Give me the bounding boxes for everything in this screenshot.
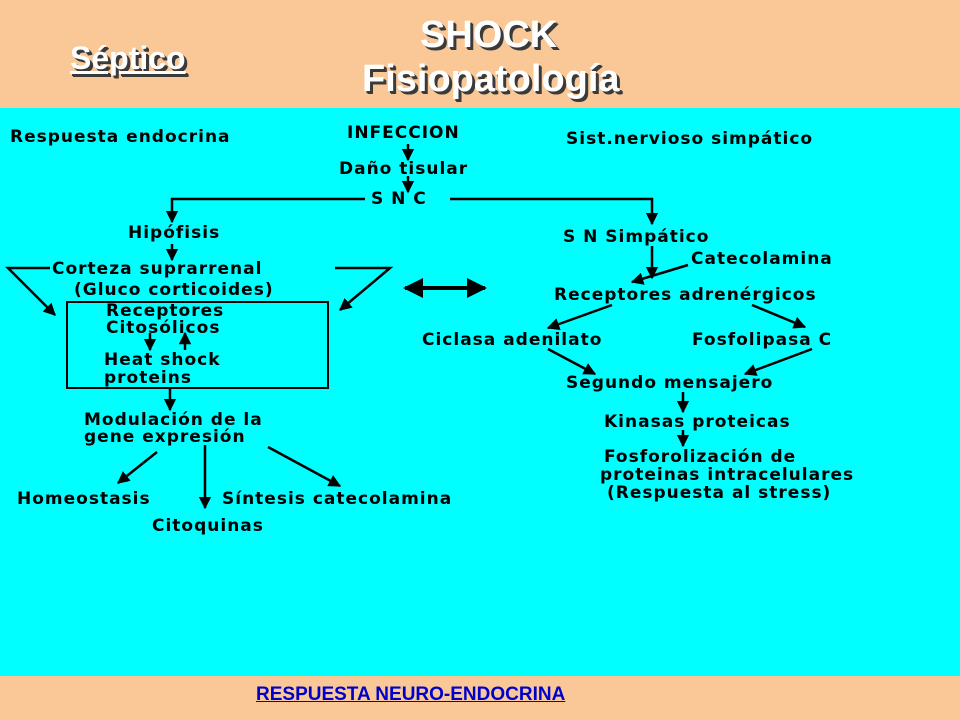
node-citoquinas: Citoquinas xyxy=(152,516,264,536)
arrow-corteza-left xyxy=(4,266,56,316)
arrow-corteza-right xyxy=(335,266,394,311)
node-gluco: (Gluco corticoides) xyxy=(74,280,274,300)
node-hipofisis: Hipófisis xyxy=(128,223,221,243)
node-ciclasa: Ciclasa adenilato xyxy=(422,330,603,350)
node-receptores: Receptores xyxy=(106,301,225,321)
node-respuesta-stress: (Respuesta al stress) xyxy=(607,483,832,503)
node-homeostasis: Homeostasis xyxy=(17,489,151,509)
node-corteza: Corteza suprarrenal xyxy=(52,259,263,279)
node-catecolamina: Catecolamina xyxy=(691,249,833,269)
node-dano-tisular: Daño tisular xyxy=(339,159,469,179)
node-sn-simpatico: S N Simpático xyxy=(563,227,710,247)
title-shock: SHOCK xyxy=(420,14,558,56)
node-citosolicos: Citosólicos xyxy=(106,318,221,338)
node-sintesis-catecolamina: Síntesis catecolamina xyxy=(222,489,453,509)
node-kinasas: Kinasas proteicas xyxy=(604,412,791,432)
arrow-ciclasa-segundo xyxy=(547,347,597,376)
node-modulacion-2: gene expresión xyxy=(84,427,246,447)
node-proteins: proteins xyxy=(104,368,192,388)
arrow-mod-homeostasis xyxy=(117,451,158,484)
node-heat-shock: Heat shock xyxy=(104,350,221,370)
node-snc: S N C xyxy=(371,189,427,209)
node-fosforolizacion: Fosforolización de xyxy=(604,447,797,467)
node-infeccion: INFECCION xyxy=(347,123,460,143)
node-modulacion-1: Modulación de la xyxy=(84,410,263,430)
cytosolic-box xyxy=(66,301,329,389)
arrow-rec-fosfolipasa xyxy=(751,303,807,329)
node-proteinas-intracelulares: proteinas intracelulares xyxy=(600,465,855,485)
footer-bar xyxy=(0,676,960,720)
arrow-catecolamina-receptores xyxy=(630,263,689,285)
node-fosfolipasa: Fosfolipasa C xyxy=(692,330,833,350)
title-septico: Séptico xyxy=(70,40,186,76)
footer-title[interactable]: RESPUESTA NEURO-ENDOCRINA xyxy=(256,684,566,705)
header-bar xyxy=(0,0,960,108)
node-respuesta-endocrina: Respuesta endocrina xyxy=(10,127,231,147)
node-sist-nervioso: Sist.nervioso simpático xyxy=(566,129,814,149)
node-receptores-adrenergicos: Receptores adrenérgicos xyxy=(554,285,817,305)
arrow-snc-simpatico xyxy=(450,197,659,226)
title-fisiopatologia: Fisiopatología xyxy=(362,58,620,100)
arrow-snc-hipofisis xyxy=(165,197,365,224)
arrow-fosfolipasa-segundo xyxy=(743,347,813,376)
node-segundo-mensajero: Segundo mensajero xyxy=(566,373,774,393)
arrow-rec-ciclasa xyxy=(546,303,613,331)
arrow-mod-sintesis xyxy=(267,445,342,488)
